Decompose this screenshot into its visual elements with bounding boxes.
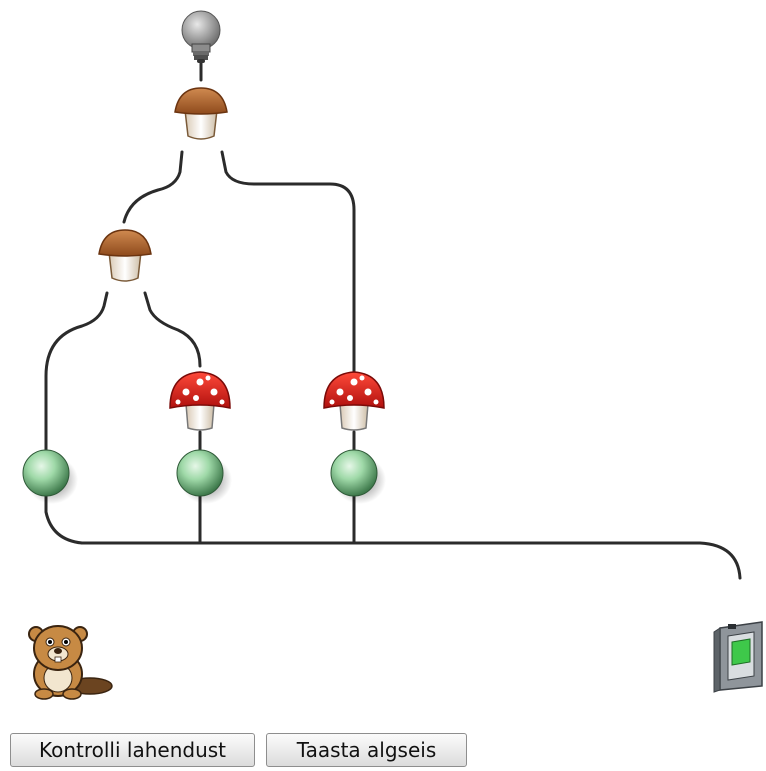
green-ball-icon[interactable] <box>22 449 78 504</box>
beaver-icon <box>28 625 113 700</box>
light-bulb-icon <box>181 10 221 63</box>
reset-button[interactable]: Taasta algseis <box>266 733 467 767</box>
wires <box>44 60 742 580</box>
red-mushroom-icon[interactable] <box>169 371 231 431</box>
brown-mushroom-icon[interactable] <box>98 229 152 282</box>
check-solution-button[interactable]: Kontrolli lahendust <box>10 733 255 767</box>
green-ball-icon[interactable] <box>176 449 232 504</box>
switch-icon[interactable] <box>713 621 763 693</box>
wire-top-left <box>122 150 184 224</box>
wire-bus <box>80 541 742 580</box>
wire-mid-left <box>44 291 109 452</box>
green-ball-icon[interactable] <box>330 449 386 504</box>
wire-ball1-bus <box>44 494 84 545</box>
red-mushroom-icon[interactable] <box>323 371 385 431</box>
brown-mushroom-icon[interactable] <box>174 87 228 140</box>
wire-top-right <box>220 150 356 376</box>
wire-mid-right <box>143 291 202 368</box>
